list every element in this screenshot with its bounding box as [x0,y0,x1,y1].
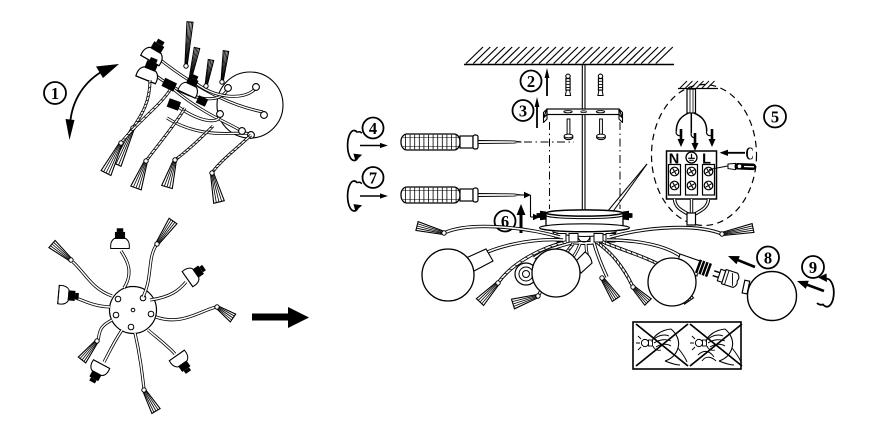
svg-text:7: 7 [369,168,377,187]
svg-text:N: N [669,152,679,168]
svg-text:C: C [745,145,753,164]
svg-text:2: 2 [527,72,535,91]
svg-text:4: 4 [369,119,377,138]
svg-text:L: L [702,152,711,168]
svg-text:5: 5 [771,107,779,126]
svg-text:8: 8 [764,248,772,267]
svg-text:3: 3 [519,101,527,120]
svg-text:6: 6 [501,212,509,231]
svg-text:9: 9 [809,258,817,277]
svg-text:1: 1 [51,84,59,103]
